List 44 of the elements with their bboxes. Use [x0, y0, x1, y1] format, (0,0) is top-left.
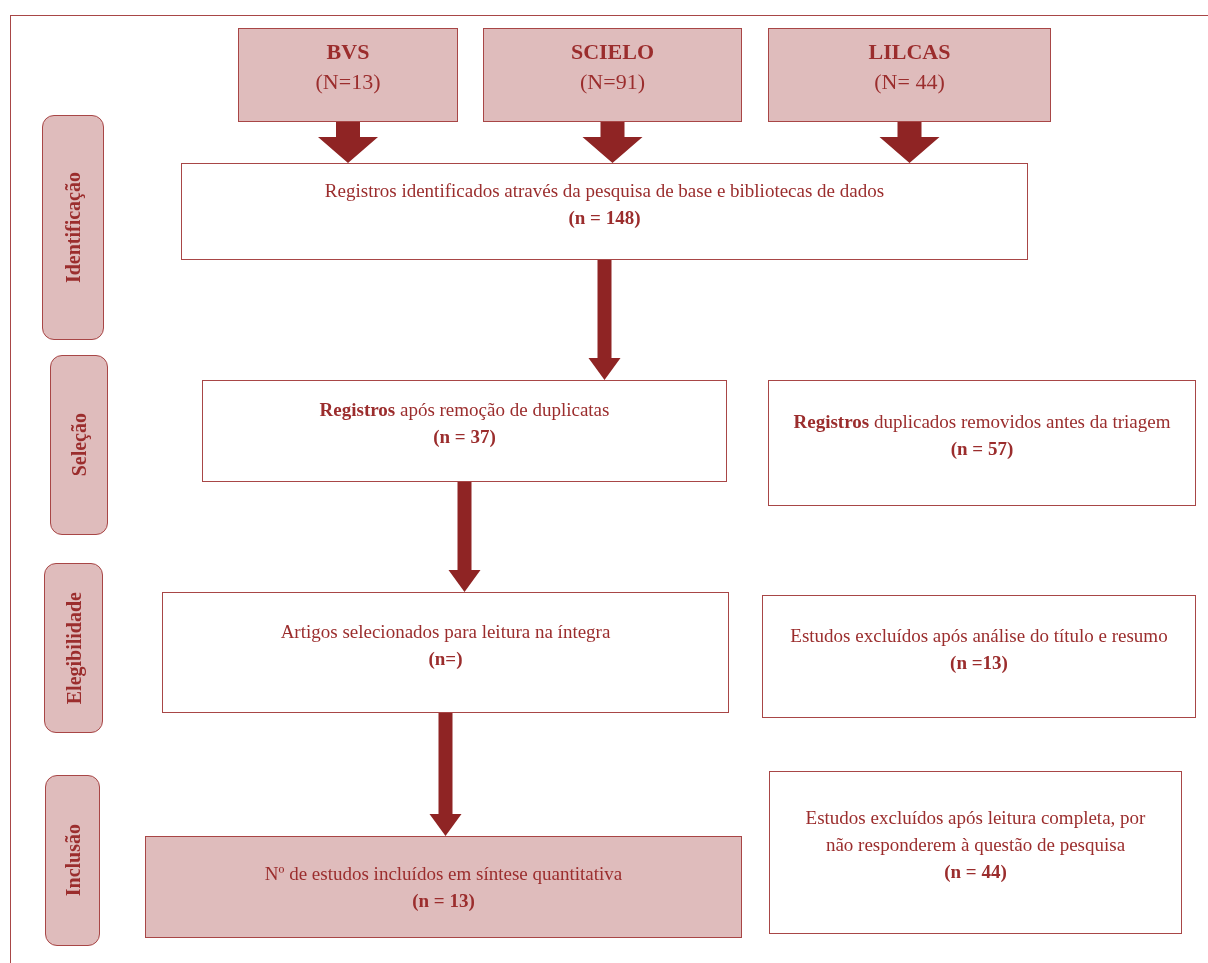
box-text: Registros identificados através da pesquisa de base e bibliotecas de dados	[324, 178, 885, 203]
phase-label	[42, 115, 104, 340]
phase-label	[45, 775, 100, 946]
arrow	[588, 260, 621, 380]
result-box	[145, 836, 742, 938]
box-text: Registros duplicados removidos antes da triagem	[793, 410, 1171, 434]
arrow	[448, 482, 481, 592]
count-text: (n =13)	[950, 650, 1008, 675]
box-text: (N=91)	[580, 68, 645, 96]
process-box	[162, 592, 729, 713]
count-text: LILCAS	[868, 38, 951, 66]
box-text: Artigos selecionados para leitura na íntegra	[280, 619, 611, 644]
phase-label	[50, 355, 108, 535]
count-text: BVS	[326, 38, 370, 66]
arrow	[318, 122, 378, 163]
count-text: (n = 57)	[950, 437, 1014, 461]
phase-text: Elegibilidade	[61, 591, 86, 705]
arrow	[429, 713, 462, 836]
box-text: Estudos excluídos após análise do título e resumo	[790, 623, 1168, 648]
phase-label	[44, 563, 103, 733]
phase-text: Inclusão	[60, 824, 85, 897]
database-box	[238, 28, 458, 122]
phase-text: Seleção	[67, 413, 92, 477]
process-box	[181, 163, 1028, 260]
process-box	[202, 380, 727, 482]
process-box	[762, 595, 1196, 718]
count-text: (n=)	[428, 646, 463, 671]
arrow	[879, 122, 940, 163]
arrow	[582, 122, 643, 163]
phase-text: Identificação	[61, 171, 86, 284]
count-text: (n = 13)	[412, 889, 475, 913]
box-text: Nº de estudos incluídos em síntese quantitativa	[264, 862, 623, 886]
database-box	[768, 28, 1051, 122]
count-text: (n = 148)	[568, 205, 641, 230]
process-box	[769, 771, 1182, 934]
count-text: (n = 44)	[944, 860, 1007, 884]
box-text: Estudos excluídos após leitura completa, por não responderem à questão de pesquisa	[804, 806, 1147, 857]
process-box	[768, 380, 1196, 506]
box-text: (N=13)	[315, 68, 381, 96]
box-text: (N= 44)	[874, 68, 945, 96]
count-text: (n = 37)	[433, 425, 496, 449]
database-box	[483, 28, 742, 122]
count-text: SCIELO	[570, 38, 655, 66]
box-text: Registros após remoção de duplicatas	[319, 398, 610, 422]
